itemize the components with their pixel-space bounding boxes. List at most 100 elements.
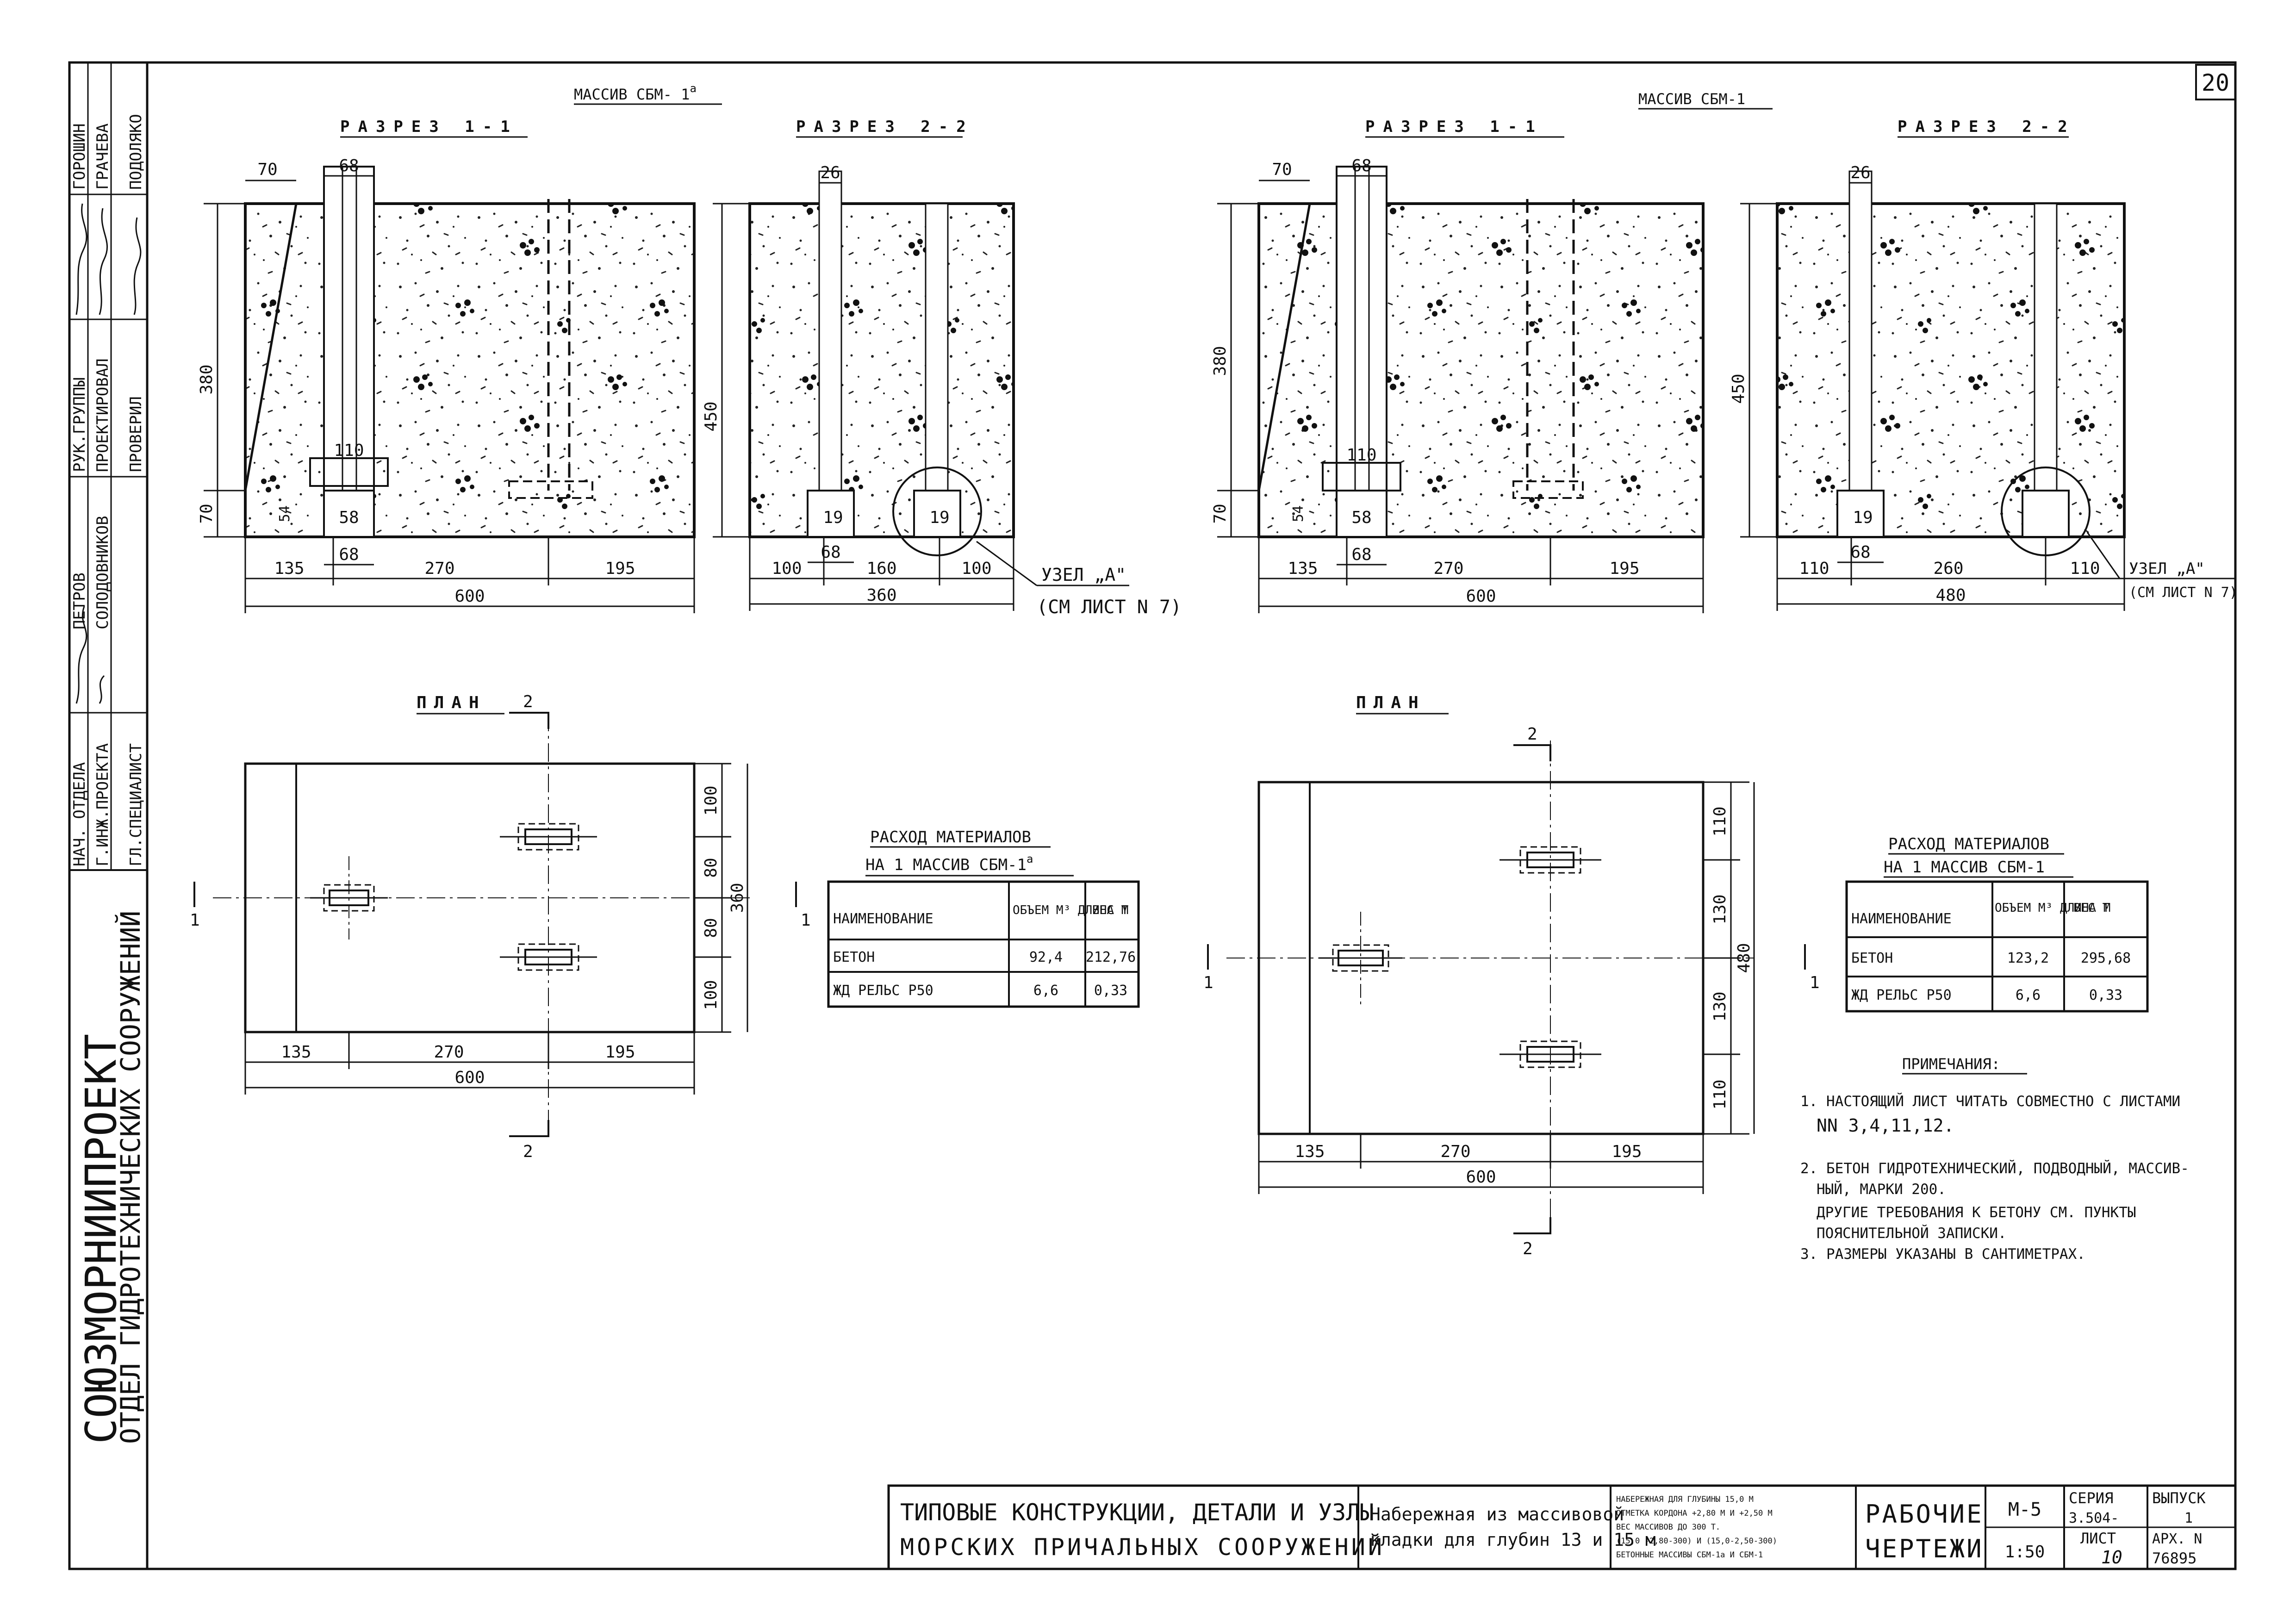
title-desc-line: ОТМЕТКА КОРДОНА +2,80 М И +2,50 М — [1616, 1509, 1773, 1518]
title-main-line2: МОРСКИХ ПРИЧАЛЬНЫХ СООРУЖЕНИЙ — [900, 1533, 1385, 1561]
dim: 110 — [334, 441, 364, 460]
table-cell: 0,33 — [1094, 983, 1127, 999]
dim: 135 — [1294, 1142, 1325, 1161]
dim: 195 — [1609, 559, 1639, 578]
dim: 130 — [1711, 894, 1730, 924]
right-plan-label: ПЛАН — [1356, 693, 1426, 712]
dim: 195 — [1612, 1142, 1642, 1161]
dim: 600 — [1466, 1168, 1496, 1187]
dim: 70 — [197, 504, 216, 523]
signatures — [75, 203, 142, 704]
dim: 100 — [772, 559, 802, 578]
dim: 480 — [1735, 943, 1754, 973]
dim: 19 — [929, 508, 949, 527]
stamp-role-proektiroval: ПРОЕКТИРОВАЛ — [93, 358, 112, 472]
left-plan-cut-1-right: 1 — [801, 911, 811, 930]
right-plan-cut-2-bottom: 2 — [1523, 1239, 1533, 1258]
left-node-a-ref: (СМ ЛИСТ N 7) — [1037, 597, 1182, 618]
left-node-a-label: УЗЕЛ „А" — [1041, 565, 1126, 585]
left-materials-subtitle: НА 1 МАССИВ СБМ-1а — [865, 852, 1033, 874]
right-section-1-1: РАЗРЕЗ 1-1 70 68 380 70 54 110 58 — [1211, 118, 1705, 613]
dim: 360 — [728, 883, 747, 913]
title-block: ТИПОВЫЕ КОНСТРУКЦИИ, ДЕТАЛИ И УЗЛЫ МОРСК… — [887, 1484, 2237, 1570]
dim: 68 — [339, 545, 359, 564]
right-materials-subtitle: НА 1 МАССИВ СБМ-1 — [1884, 858, 2045, 877]
left-section-2-2: РАЗРЕЗ 2-2 26 450 19 19 68 100 160 100 — [702, 118, 1182, 618]
dim: 195 — [605, 1043, 635, 1062]
right-plan-cut-1-left: 1 — [1203, 973, 1213, 992]
note-line: ДРУГИЕ ТРЕБОВАНИЯ К БЕТОНУ СМ. ПУНКТЫ — [1817, 1204, 2136, 1221]
side-stamp: НАЧ. ОТДЕЛА Г.ИНЖ.ПРОЕКТА ГЛ.СПЕЦИАЛИСТ … — [69, 62, 149, 1569]
title-main-line1: ТИПОВЫЕ КОНСТРУКЦИИ, ДЕТАЛИ И УЗЛЫ — [900, 1499, 1374, 1526]
table-cell: 92,4 — [1029, 949, 1063, 965]
left-plan-label: ПЛАН — [417, 693, 486, 712]
right-col-name: НАИМЕНОВАНИЕ — [1851, 911, 1952, 927]
left-section-2-2-label: РАЗРЕЗ 2-2 — [796, 118, 974, 136]
stamp-role-gl-specialist: ГЛ.СПЕЦИАЛИСТ — [127, 743, 145, 866]
title-sub-line2: кладки для глубин 13 и 15 м — [1370, 1530, 1656, 1550]
title-series-label: СЕРИЯ — [2069, 1489, 2113, 1507]
left-plan-cut-2-bottom: 2 — [523, 1142, 533, 1161]
right-plan: ПЛАН 2 2 1 1 — [1203, 693, 1820, 1258]
stamp-role-nach-otdela: НАЧ. ОТДЕЛА — [70, 762, 89, 866]
stamp-role-g-inzh-proekta: Г.ИНЖ.ПРОЕКТА — [93, 743, 112, 866]
title-scale: 1:50 — [2005, 1543, 2045, 1562]
dim: 130 — [1711, 991, 1730, 1021]
right-block-title: МАССИВ СБМ-1 — [1638, 90, 1745, 108]
right-section-2-2: РАЗРЕЗ 2-2 26 450 19 68 110 260 110 480 — [1729, 118, 2238, 611]
stamp-role-proveril: ПРОВЕРИЛ — [127, 396, 145, 472]
right-plan-cut-2-top: 2 — [1527, 725, 1537, 744]
dim: 270 — [424, 559, 454, 578]
dim: 26 — [820, 163, 840, 182]
table-cell: БЕТОН — [1851, 950, 1893, 966]
dim: 100 — [702, 980, 721, 1010]
stamp-name-solodovnikov: СОЛОДОВНИКОВ — [93, 516, 112, 629]
dim: 195 — [605, 559, 635, 578]
right-plan-cut-1-right: 1 — [1810, 973, 1820, 992]
title-code: М-5 — [2008, 1499, 2041, 1520]
dim: 270 — [1433, 559, 1463, 578]
dim: 600 — [454, 1068, 485, 1087]
dim: 110 — [1711, 1079, 1730, 1109]
dim: 68 — [821, 543, 840, 562]
dim: 70 — [1211, 504, 1230, 523]
dim: 480 — [1935, 586, 1966, 605]
note-line: НЫЙ, МАРКИ 200. — [1817, 1181, 1946, 1198]
notes: ПРИМЕЧАНИЯ: 1. НАСТОЯЩИЙ ЛИСТ ЧИТАТЬ СОВ… — [1800, 1055, 2189, 1263]
left-section-1-1-label: РАЗРЕЗ 1-1 — [340, 118, 518, 136]
table-cell: 6,6 — [1033, 983, 1058, 999]
dim: 70 — [257, 160, 277, 179]
table-cell: 212,76 — [1086, 949, 1136, 965]
stamp-org-name: СОЮЗМОРНИИПРОЕКТ — [76, 1034, 126, 1444]
right-node-a-ref: (СМ ЛИСТ N 7) — [2129, 585, 2238, 601]
note-line: 1. НАСТОЯЩИЙ ЛИСТ ЧИТАТЬ СОВМЕСТНО С ЛИС… — [1800, 1093, 2180, 1110]
right-materials-title: РАСХОД МАТЕРИАЛОВ — [1888, 835, 2049, 853]
table-cell: ЖД РЕЛЬС Р50 — [833, 983, 933, 999]
stamp-name-petrov: ПЕТРОВ — [70, 572, 89, 629]
title-arch-value: 76895 — [2152, 1549, 2196, 1567]
right-section-1-1-label: РАЗРЕЗ 1-1 — [1365, 118, 1543, 136]
left-block-title: МАССИВ СБМ- 1а — [574, 82, 697, 103]
dim: 80 — [702, 918, 721, 938]
title-desc-line: БЕТОННЫЕ МАССИВЫ СБМ-1а И СБМ-1 — [1616, 1550, 1763, 1560]
dim: 110 — [1711, 806, 1730, 836]
dim: 70 — [1272, 160, 1292, 179]
dim: 19 — [823, 508, 843, 527]
note-line: NN 3,4,11,12. — [1817, 1115, 1954, 1136]
stamp-role-ruk-gruppy: РУК.ГРУППЫ — [70, 377, 89, 472]
left-materials-table: РАСХОД МАТЕРИАЛОВ НА 1 МАССИВ СБМ-1а НАИ… — [827, 828, 1140, 1008]
page-number: 20 — [2202, 69, 2229, 96]
table-cell: 0,33 — [2089, 987, 2122, 1003]
dim: 110 — [2070, 559, 2100, 578]
left-col-volume: ОБЪЕМ М³ ДЛИНА М — [1013, 903, 1128, 917]
dim: 135 — [281, 1043, 311, 1062]
table-cell: 295,68 — [2081, 950, 2131, 966]
left-col-name: НАИМЕНОВАНИЕ — [833, 911, 933, 927]
dim: 110 — [1799, 559, 1829, 578]
stamp-org-dept: ОТДЕЛ ГИДРОТЕХНИЧЕСКИХ СООРУЖЕНИЙ — [114, 911, 146, 1444]
dim: 19 — [1853, 508, 1873, 527]
stamp-name-podolyako: ПОДОЛЯКО — [127, 114, 145, 190]
title-stage-line2: ЧЕРТЕЖИ — [1865, 1534, 1984, 1563]
table-cell: 123,2 — [2007, 950, 2049, 966]
dim: 380 — [197, 364, 216, 394]
